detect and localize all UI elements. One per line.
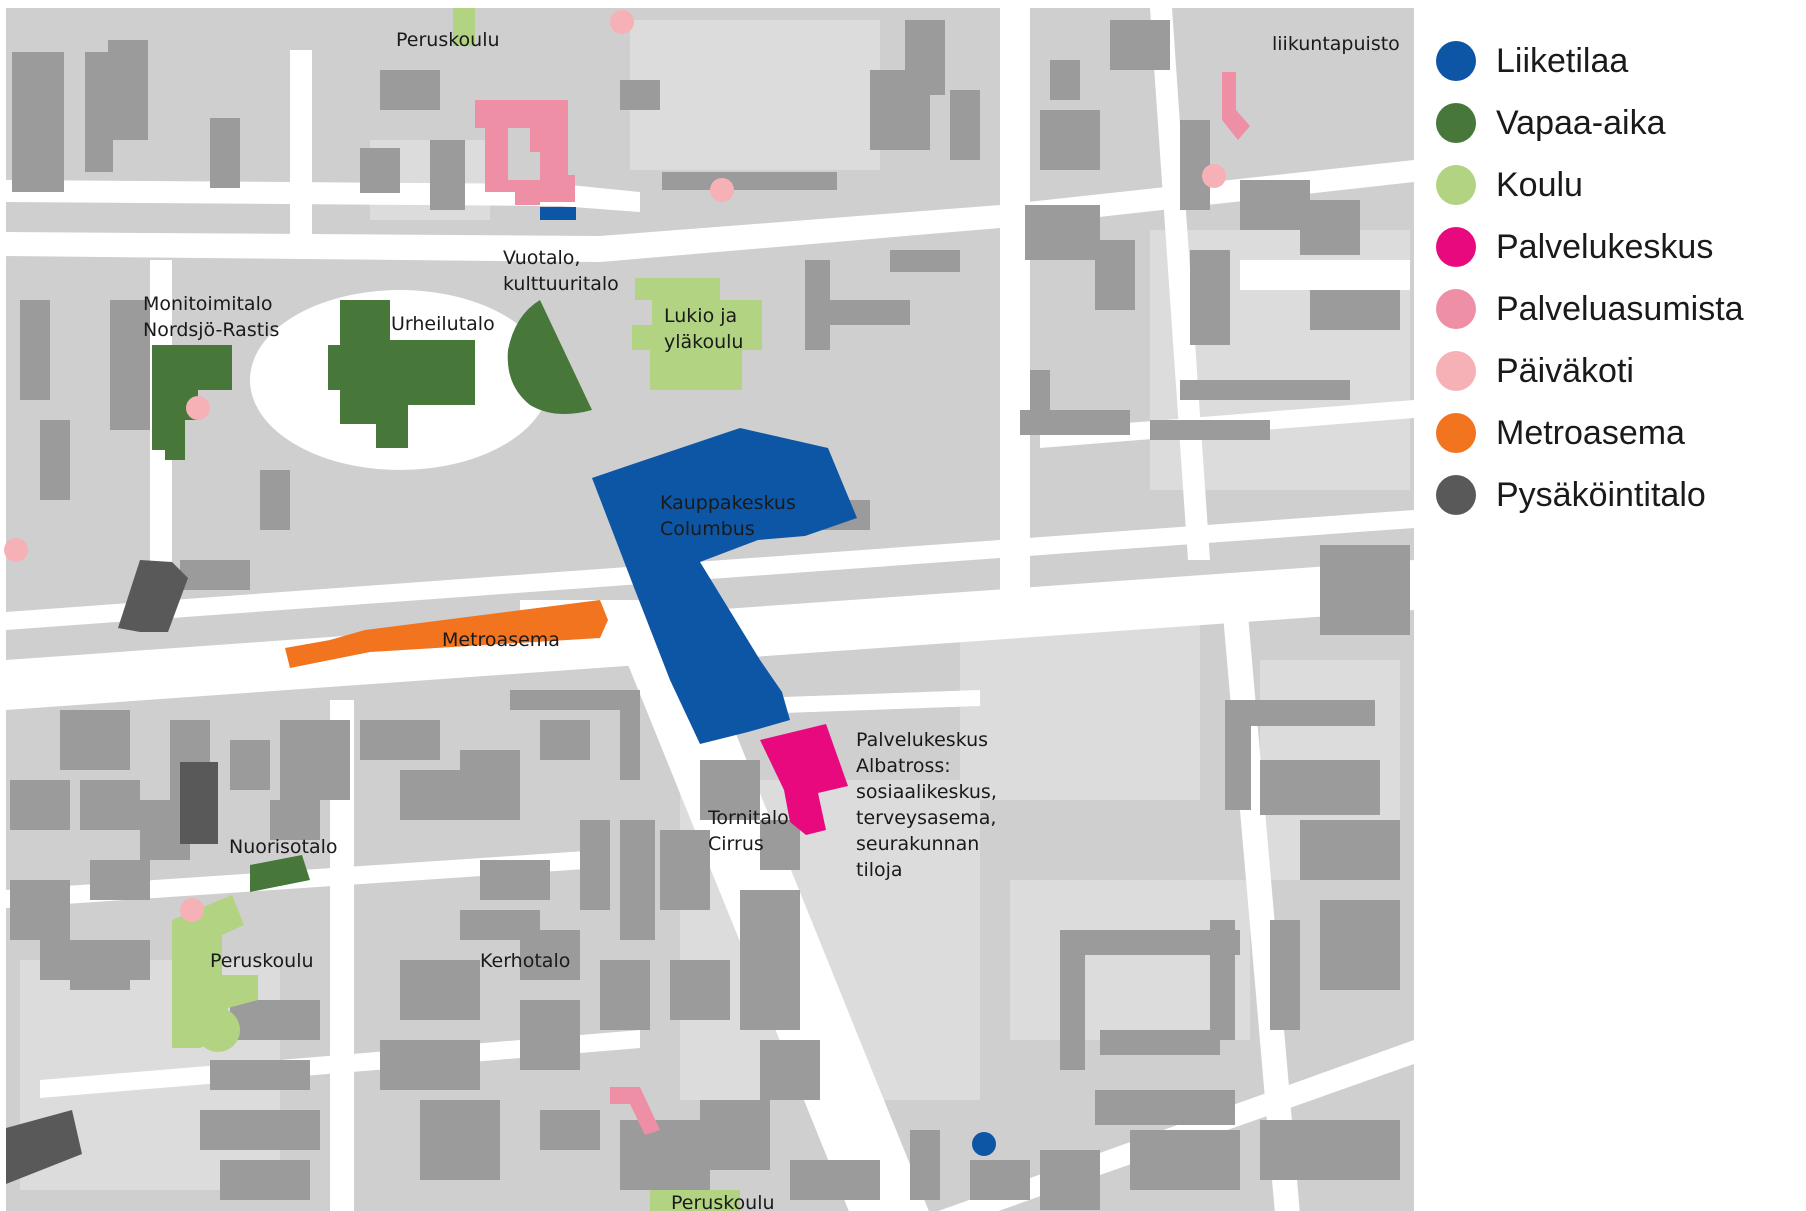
legend-swatch (1436, 227, 1476, 267)
label-palvelukeskus-1: Palvelukeskus (856, 729, 988, 751)
legend-swatch (1436, 41, 1476, 81)
peruskoulu-west-round (196, 1008, 240, 1052)
label-palvelukeskus-5: seurakunnan (856, 833, 979, 855)
legend-item-liiketilaa: Liiketilaa (1436, 30, 1796, 92)
buildings (10, 20, 1410, 1210)
label-peruskoulu-north: Peruskoulu (396, 29, 500, 51)
legend-swatch (1436, 413, 1476, 453)
label-palvelukeskus-2: Albatross: (856, 755, 951, 777)
legend-swatch (1436, 165, 1476, 205)
label-liikuntapuisto: liikuntapuisto (1272, 33, 1400, 55)
label-vuotalo-1: Vuotalo, (503, 247, 580, 269)
legend-label: Pysäköintitalo (1496, 475, 1706, 514)
urheilutalo-building[interactable] (328, 300, 475, 448)
legend-label: Palveluasumista (1496, 289, 1744, 328)
label-nuorisotalo: Nuorisotalo (229, 836, 338, 858)
label-monitoimitalo-2: Nordsjö-Rastis (143, 319, 279, 341)
label-monitoimitalo-1: Monitoimitalo (143, 293, 272, 315)
label-palvelukeskus-4: terveysasema, (856, 807, 996, 829)
legend-label: Palvelukeskus (1496, 227, 1714, 266)
label-tornitalo-1: Tornitalo (707, 807, 789, 829)
label-palvelukeskus-6: tiloja (856, 859, 903, 881)
legend-item-koulu: Koulu (1436, 154, 1796, 216)
pysakointitalo-middle[interactable] (180, 762, 218, 844)
label-kauppakeskus-2: Columbus (660, 518, 755, 540)
peruskoulu-north-building[interactable] (453, 8, 475, 46)
paivakoti-dot[interactable] (180, 898, 204, 922)
map-legend: Liiketilaa Vapaa-aika Koulu Palvelukesku… (1436, 30, 1796, 526)
legend-swatch (1436, 351, 1476, 391)
paivakoti-dot[interactable] (610, 10, 634, 34)
legend-swatch (1436, 103, 1476, 143)
label-peruskoulu-south: Peruskoulu (671, 1192, 775, 1211)
legend-label: Koulu (1496, 165, 1583, 204)
label-kerhotalo: Kerhotalo (480, 950, 570, 972)
legend-label: Metroasema (1496, 413, 1685, 452)
legend-label: Vapaa-aika (1496, 103, 1666, 142)
legend-item-pysakointitalo: Pysäköintitalo (1436, 464, 1796, 526)
legend-label: Liiketilaa (1496, 41, 1629, 80)
legend-swatch (1436, 475, 1476, 515)
label-lukio-1: Lukio ja (664, 305, 737, 327)
legend-item-metroasema: Metroasema (1436, 402, 1796, 464)
paivakoti-dot[interactable] (4, 538, 28, 562)
vuotalo-building[interactable] (507, 300, 592, 414)
palveluasumista-areas (475, 72, 1250, 1135)
liiketilaa-north[interactable] (540, 207, 576, 220)
koulu-areas (172, 8, 762, 1211)
palvelukeskus-albatross-building[interactable] (760, 724, 848, 835)
label-palvelukeskus-3: sosiaalikeskus, (856, 781, 997, 803)
paivakoti-dot[interactable] (710, 178, 734, 202)
label-metroasema: Metroasema (442, 629, 560, 651)
legend-label: Päiväkoti (1496, 351, 1634, 390)
pysakointitalo-north[interactable] (118, 560, 188, 632)
nuorisotalo-building[interactable] (250, 855, 310, 892)
peruskoulu-west-building[interactable] (172, 895, 258, 1048)
label-vuotalo-2: kulttuuritalo (503, 273, 619, 295)
palveluasumista-north[interactable] (475, 100, 575, 205)
paivakoti-dots (4, 10, 1226, 922)
metroasema-building[interactable] (285, 600, 608, 668)
label-urheilutalo: Urheilutalo (391, 313, 495, 335)
legend-item-palveluasumista: Palveluasumista (1436, 278, 1796, 340)
legend-swatch (1436, 289, 1476, 329)
vapaa-aika-areas (152, 300, 592, 892)
legend-item-vapaa-aika: Vapaa-aika (1436, 92, 1796, 154)
peruskoulu-south-building[interactable] (650, 1190, 740, 1211)
pysakointitalo-areas (6, 560, 218, 1184)
legend-item-paivakoti: Päiväkoti (1436, 340, 1796, 402)
label-lukio-2: yläkoulu (664, 331, 743, 353)
label-kauppakeskus-1: Kauppakeskus (660, 492, 796, 514)
pysakointitalo-south[interactable] (6, 1110, 82, 1184)
kauppakeskus-columbus-building[interactable] (592, 428, 857, 744)
label-peruskoulu-west: Peruskoulu (210, 950, 314, 972)
palveluasumista-east[interactable] (1222, 72, 1250, 140)
paivakoti-dot[interactable] (186, 396, 210, 420)
lukio-building[interactable] (632, 278, 762, 390)
legend-item-palvelukeskus: Palvelukeskus (1436, 216, 1796, 278)
palveluasumista-south[interactable] (610, 1087, 660, 1135)
label-tornitalo-2: Cirrus (708, 833, 764, 855)
paivakoti-dot[interactable] (1202, 164, 1226, 188)
liiketilaa-south[interactable] (972, 1132, 996, 1156)
